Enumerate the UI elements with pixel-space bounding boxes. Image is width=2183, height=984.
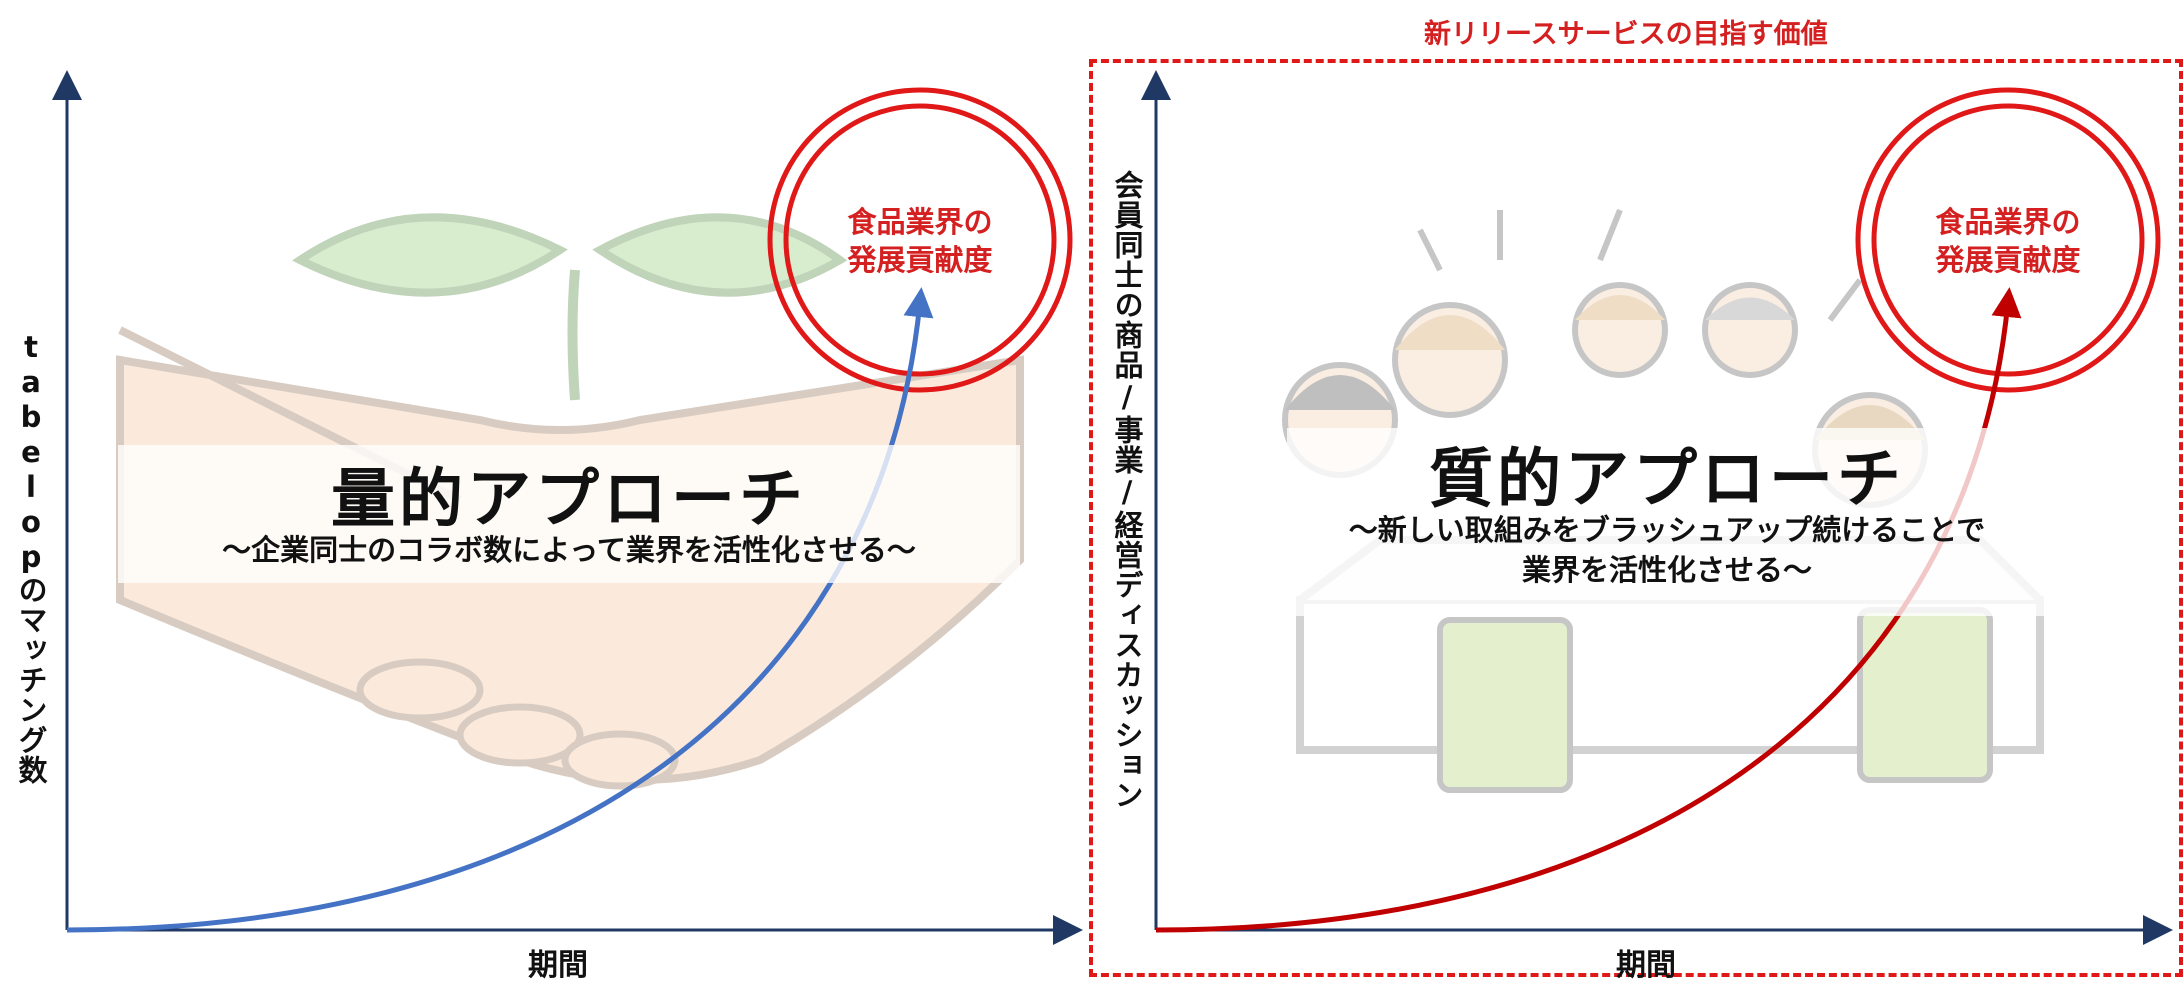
right-goal-label-line1: 食品業界の bbox=[1935, 205, 2081, 239]
right-subtitle-line2: 業界を活性化させる〜 bbox=[1521, 553, 1812, 587]
right-title: 質的アプローチ bbox=[1429, 443, 1905, 517]
right-x-axis-label: 期間 bbox=[1616, 948, 1676, 983]
left-goal-label-line1: 食品業界の bbox=[847, 205, 993, 239]
right-goal-circle bbox=[1855, 87, 2161, 393]
highlight-dashed-box bbox=[1089, 59, 2183, 977]
left-title: 量的アプローチ bbox=[331, 463, 807, 537]
left-title-banner bbox=[118, 445, 1020, 583]
left-subtitle: 〜企業同士のコラボ数によって業界を活性化させる〜 bbox=[222, 533, 916, 567]
right-subtitle-line1: 〜新しい取組みをブラッシュアップ続けることで bbox=[1348, 513, 1986, 547]
right-title-banner bbox=[1287, 428, 2047, 616]
left-goal-label-line2: 発展貢献度 bbox=[847, 243, 993, 277]
left-x-axis-label: 期間 bbox=[528, 948, 588, 983]
right-y-axis-label: 会員同士の商品/事業/経営ディスカッション bbox=[1110, 170, 1144, 810]
highlight-header-label: 新リリースサービスの目指す価値 bbox=[1424, 19, 1828, 50]
right-goal-label-line2: 発展貢献度 bbox=[1935, 243, 2081, 277]
left-goal-circle bbox=[767, 87, 1073, 393]
left-y-axis-label: tabelopのマッチング数 bbox=[14, 330, 48, 785]
